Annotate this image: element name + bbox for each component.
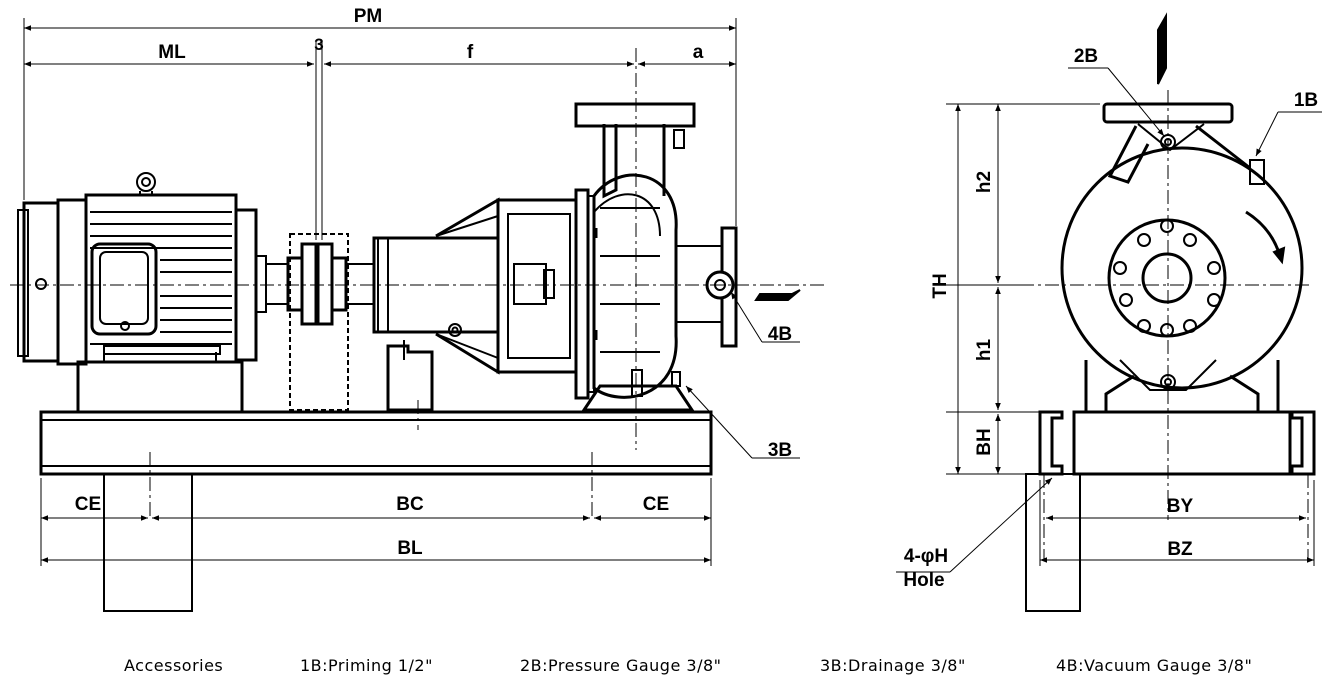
dim-bh-label: BH	[974, 428, 995, 455]
dim-bz-label: BZ	[1167, 539, 1193, 560]
dim-th-label: TH	[930, 273, 951, 298]
pump-casing	[496, 102, 738, 412]
dim-h1-label: h1	[974, 338, 995, 361]
front-view: TH h2 h1 BH BY BZ 2B 1B 4-φH Hole	[896, 12, 1322, 612]
side-view: PM ML 3 f a CE BC CE BL 4B 3B	[10, 6, 828, 612]
flange-bolts	[1113, 219, 1221, 337]
callout-1b-label: 1B	[1294, 90, 1318, 111]
accessory-3b: 3B:Drainage 3/8"	[820, 656, 966, 675]
discharge-flow-arrow	[1157, 12, 1167, 85]
accessory-1b: 1B:Priming 1/2"	[300, 656, 433, 675]
front-casing	[1060, 102, 1304, 414]
dim-bl-label: BL	[397, 538, 423, 559]
dim-pm-label: PM	[354, 6, 383, 27]
dim-h2-label: h2	[974, 171, 995, 193]
callout-hole-count-label: 4-φH	[904, 546, 948, 567]
dim-f-label: f	[467, 42, 474, 63]
callout-3b-label: 3B	[768, 440, 792, 461]
dim-coupling-label: 3	[314, 35, 323, 54]
accessory-4b: 4B:Vacuum Gauge 3/8"	[1056, 656, 1252, 675]
motor	[17, 172, 267, 414]
accessories-title: Accessories	[124, 656, 223, 675]
callout-hole-label: Hole	[903, 570, 944, 591]
dim-a-label: a	[693, 42, 704, 63]
callout-4b-label: 4B	[768, 324, 792, 345]
suction-flow-arrow	[754, 289, 801, 301]
dim-ml-label: ML	[158, 42, 186, 63]
base-frame	[39, 410, 713, 612]
bearing-frame	[372, 197, 500, 412]
dim-ce-left-label: CE	[75, 494, 101, 515]
dim-ce-right-label: CE	[643, 494, 669, 515]
accessories-legend: Accessories 1B:Priming 1/2" 2B:Pressure …	[124, 656, 1252, 675]
front-base	[1025, 410, 1316, 612]
callout-2b-label: 2B	[1074, 46, 1098, 67]
dim-by-label: BY	[1167, 496, 1194, 517]
accessory-2b: 2B:Pressure Gauge 3/8"	[520, 656, 722, 675]
coupling	[265, 233, 375, 411]
dim-bc-label: BC	[396, 494, 424, 515]
